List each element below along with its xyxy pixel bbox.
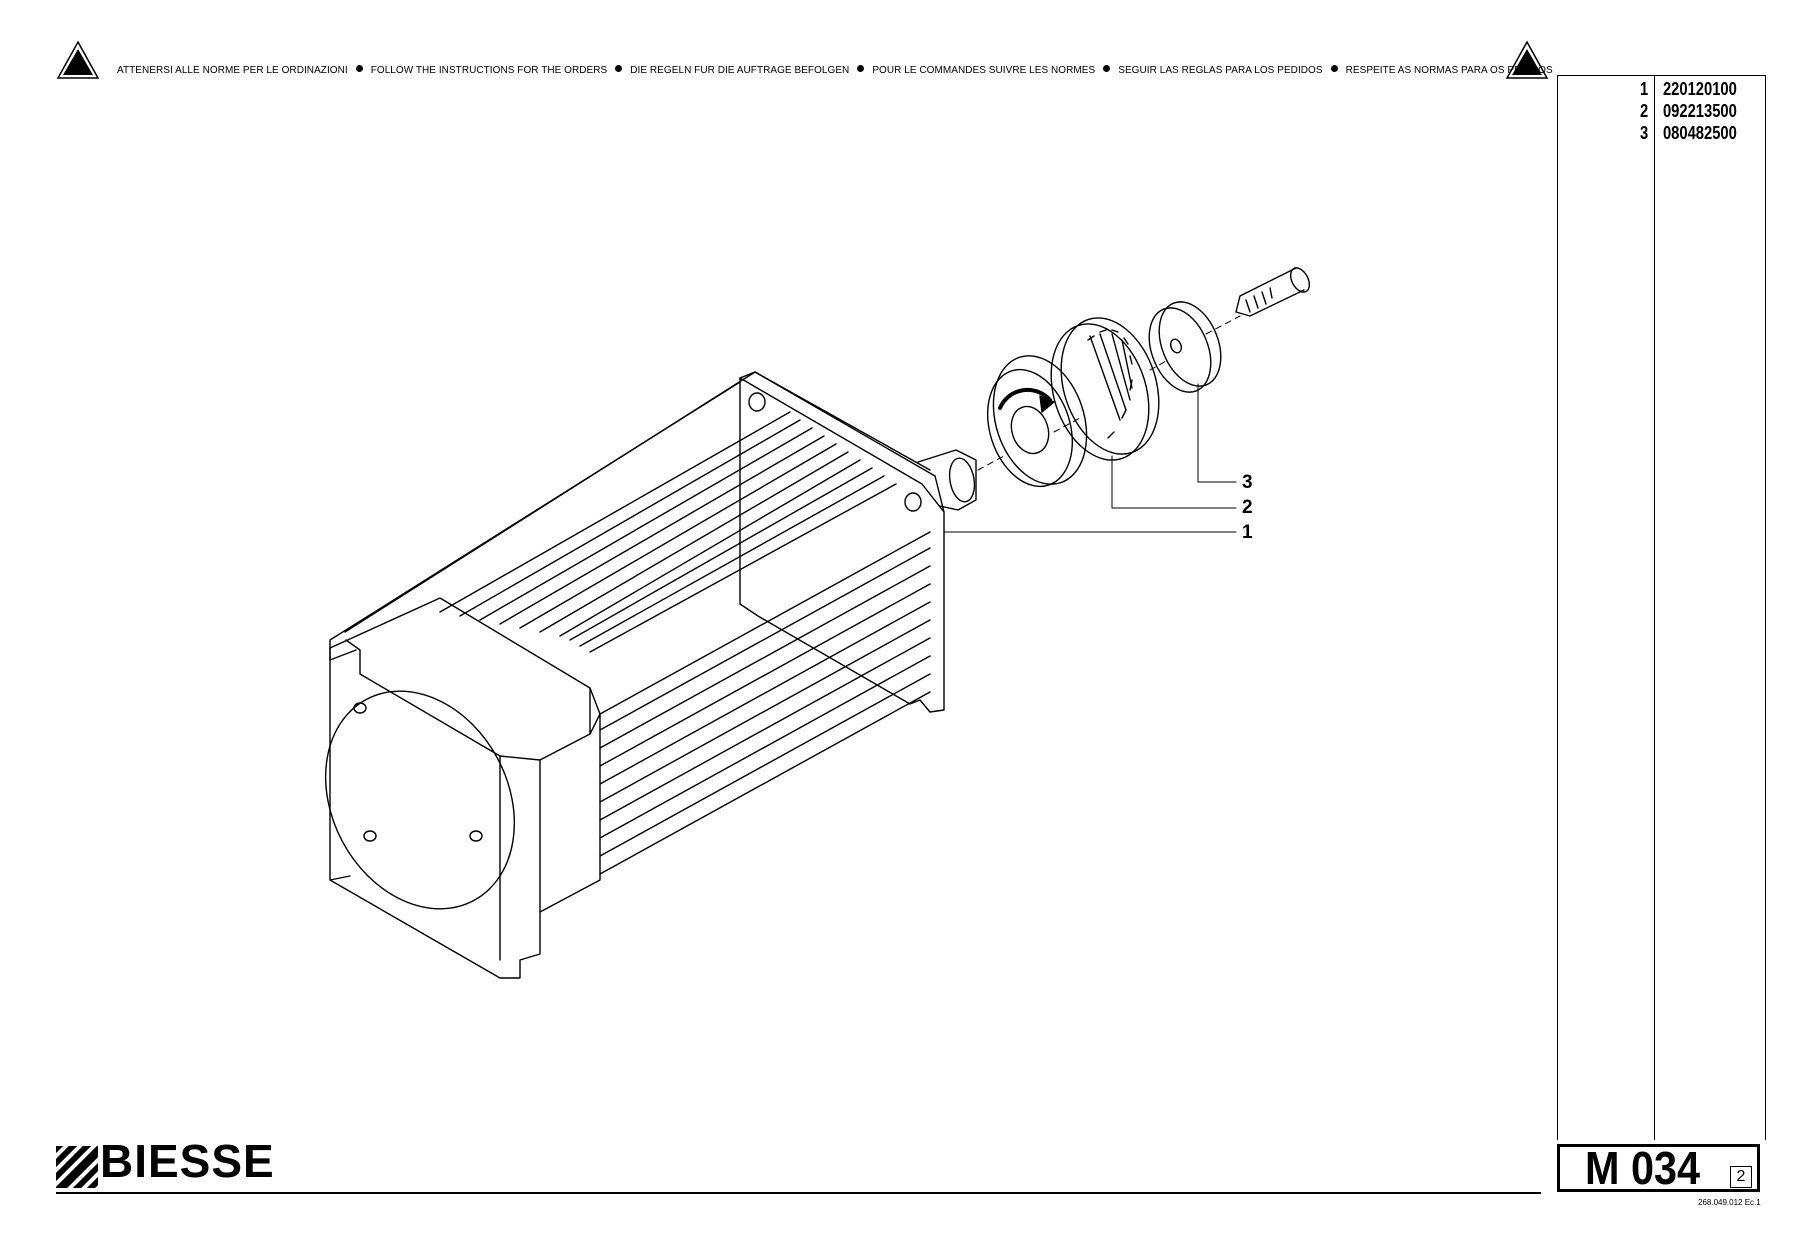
screw-drawing <box>1235 267 1311 317</box>
callout-label: 3 <box>1242 472 1253 493</box>
warning-triangle-icon <box>56 40 100 79</box>
callout-label: 2 <box>1242 497 1253 518</box>
brand-name: BIESSE <box>100 1135 275 1187</box>
callout-label: 1 <box>1242 522 1253 543</box>
part-position: 1 <box>1639 79 1649 99</box>
sheet-code-box <box>1557 1144 1760 1192</box>
part-position: 3 <box>1639 123 1649 143</box>
ordering-notice: ATTENERSI ALLE NORME PER LE ORDINAZIONI F… <box>117 65 1553 76</box>
bullet-icon <box>1103 65 1111 72</box>
parts-list: 1 220120100 2 092213500 3 080482500 <box>1557 75 1766 1140</box>
washer-drawing <box>1148 301 1222 393</box>
part-code: 092213500 <box>1662 101 1737 121</box>
notice-item: ATTENERSI ALLE NORME PER LE ORDINAZIONI <box>117 65 348 76</box>
document-reference: 268.049.012 Ec.1 <box>1698 1198 1761 1207</box>
part-code: 080482500 <box>1662 123 1737 143</box>
notice-item: FOLLOW THE INSTRUCTIONS FOR THE ORDERS <box>370 65 608 76</box>
motor-drawing <box>324 371 977 979</box>
part-code: 220120100 <box>1662 79 1737 99</box>
warning-triangle-icon <box>1505 40 1549 79</box>
parts-row: 1 220120100 <box>1558 79 1737 101</box>
part-position: 2 <box>1639 101 1649 121</box>
notice-item: DIE REGELN FUR DIE AUFTRAGE BEFOLGEN <box>630 65 850 76</box>
sheet-code: M 034 <box>1585 1142 1701 1194</box>
column-divider <box>1654 76 1655 1140</box>
notice-item: POUR LE COMMANDES SUIVRE LES NORMES <box>872 65 1096 76</box>
exploded-view-drawing <box>324 267 1311 979</box>
parts-row: 2 092213500 <box>1558 101 1737 123</box>
notice-item: SEGUIR LAS REGLAS PARA LOS PEDIDOS <box>1118 65 1323 76</box>
brand-logo-mark <box>56 1146 98 1188</box>
sheet-page-number: 2 <box>1730 1166 1752 1188</box>
notice-item: RESPEITE AS NORMAS PARA OS PEDIDOS <box>1345 65 1553 76</box>
bullet-icon <box>615 65 623 72</box>
pulley-drawing <box>986 317 1160 488</box>
bullet-icon <box>1330 65 1338 72</box>
parts-row: 3 080482500 <box>1558 123 1737 145</box>
bullet-icon <box>857 65 865 72</box>
footer-rule <box>56 1192 1541 1194</box>
bullet-icon <box>355 65 363 72</box>
